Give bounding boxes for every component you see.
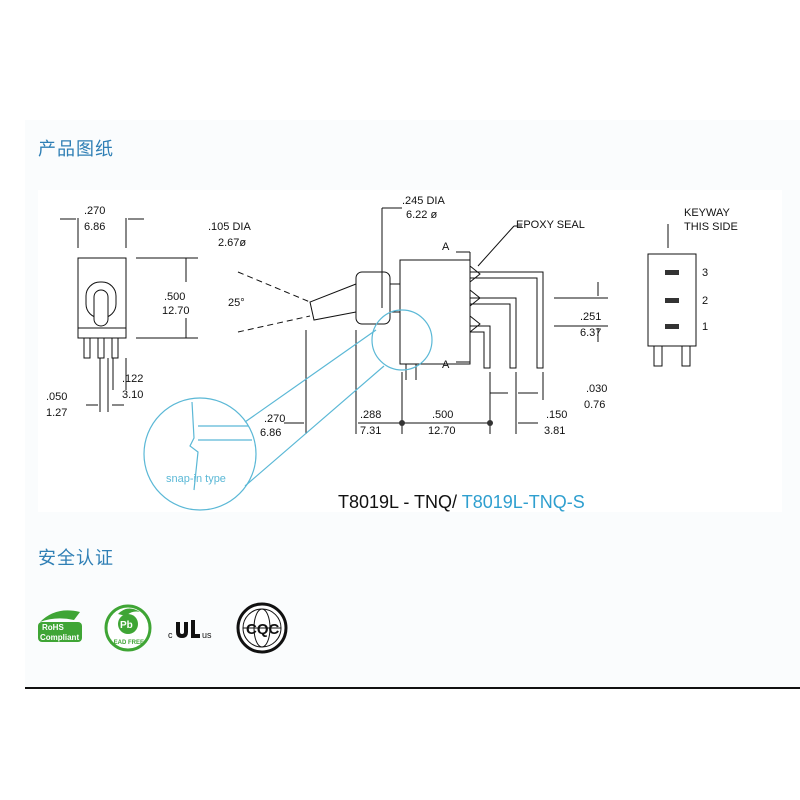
dim-height-in: .500 [164, 291, 185, 303]
dim-pin-width-mm: 1.27 [46, 407, 67, 419]
keyway-view [647, 224, 697, 367]
part-number: T8019L - TNQ/ T8019L-TNQ-S [338, 492, 585, 512]
ul-us-text: us [202, 630, 212, 640]
side-view [77, 257, 127, 412]
dim-lever-dia-in: .105 DIA [208, 221, 251, 233]
pin-label-1: 1 [702, 321, 708, 333]
dim-pin-height-in: .251 [580, 311, 601, 323]
dim-bottom-288-mm: 7.31 [360, 425, 381, 437]
pin-3-pad [665, 270, 679, 275]
dim-pin-pitch-mm: 3.81 [544, 425, 565, 437]
cert-logos: RoHS Compliant Pb LEAD FREE c us CQC [38, 602, 288, 654]
dim-bottom-500-in: .500 [432, 409, 453, 421]
rohs-text: RoHS [42, 623, 64, 632]
detail-callout-small [371, 309, 433, 371]
cqc-text: CQC [246, 621, 280, 638]
pin-label-2: 2 [702, 295, 708, 307]
pin-label-3: 3 [702, 267, 708, 279]
section-a-bottom: A [442, 359, 450, 371]
dim-bottom-288-in: .288 [360, 409, 381, 421]
section-a-top: A [442, 241, 450, 253]
front-view [309, 259, 544, 380]
part-number-primary: T8019L - TNQ/ [338, 492, 462, 512]
part-number-variant: T8019L-TNQ-S [462, 492, 585, 512]
bottom-divider [25, 687, 800, 689]
lead-free-text: LEAD FREE [110, 640, 144, 646]
dim-width-in: .270 [84, 205, 105, 217]
pb-text: Pb [120, 620, 133, 631]
dim-bottom-270-mm: 6.86 [260, 427, 281, 439]
ul-logo: c us [168, 620, 212, 640]
rohs-logo: RoHS Compliant [38, 610, 82, 642]
lever-angle: 25° [228, 297, 245, 309]
keyway-label-line2: THIS SIDE [684, 221, 738, 233]
drawing-section-title: 产品图纸 [38, 139, 114, 160]
dim-bushing-dia-mm: 6.22 ø [406, 209, 437, 221]
cert-section-title: 安全认证 [38, 548, 114, 569]
pin-2-pad [665, 298, 679, 303]
ul-c-text: c [168, 630, 173, 640]
dim-pin-thickness-in: .030 [586, 383, 607, 395]
dim-pin-height-mm: 6.37 [580, 327, 601, 339]
dim-pin-thickness-mm: 0.76 [584, 399, 605, 411]
dim-pin-offset-mm: 3.10 [122, 389, 143, 401]
dim-height-mm: 12.70 [162, 305, 190, 317]
drawing-card: .270 6.86 .105 DIA 2.67ø .245 DIA 6.22 ø… [38, 190, 782, 512]
dim-bottom-500-mm: 12.70 [428, 425, 456, 437]
dim-pin-width-in: .050 [46, 391, 67, 403]
dim-bottom-270-in: .270 [264, 413, 285, 425]
rohs-compliant-text: Compliant [40, 633, 79, 642]
epoxy-seal-label: EPOXY SEAL [516, 219, 585, 231]
dim-lever-dia-mm: 2.67ø [218, 237, 246, 249]
keyway-label-line1: KEYWAY [684, 207, 731, 219]
snap-in-label: snap-in type [166, 473, 226, 485]
cqc-logo: CQC [236, 602, 288, 654]
dim-pin-offset-in: .122 [122, 373, 143, 385]
product-drawing: .270 6.86 .105 DIA 2.67ø .245 DIA 6.22 ø… [46, 195, 738, 512]
lead-free-logo: Pb LEAD FREE [104, 604, 152, 652]
pin-1-pad [665, 324, 679, 329]
detail-callout-large [143, 397, 257, 511]
dim-bushing-dia-in: .245 DIA [402, 195, 445, 207]
dim-width-mm: 6.86 [84, 221, 105, 233]
dim-pin-pitch-in: .150 [546, 409, 567, 421]
